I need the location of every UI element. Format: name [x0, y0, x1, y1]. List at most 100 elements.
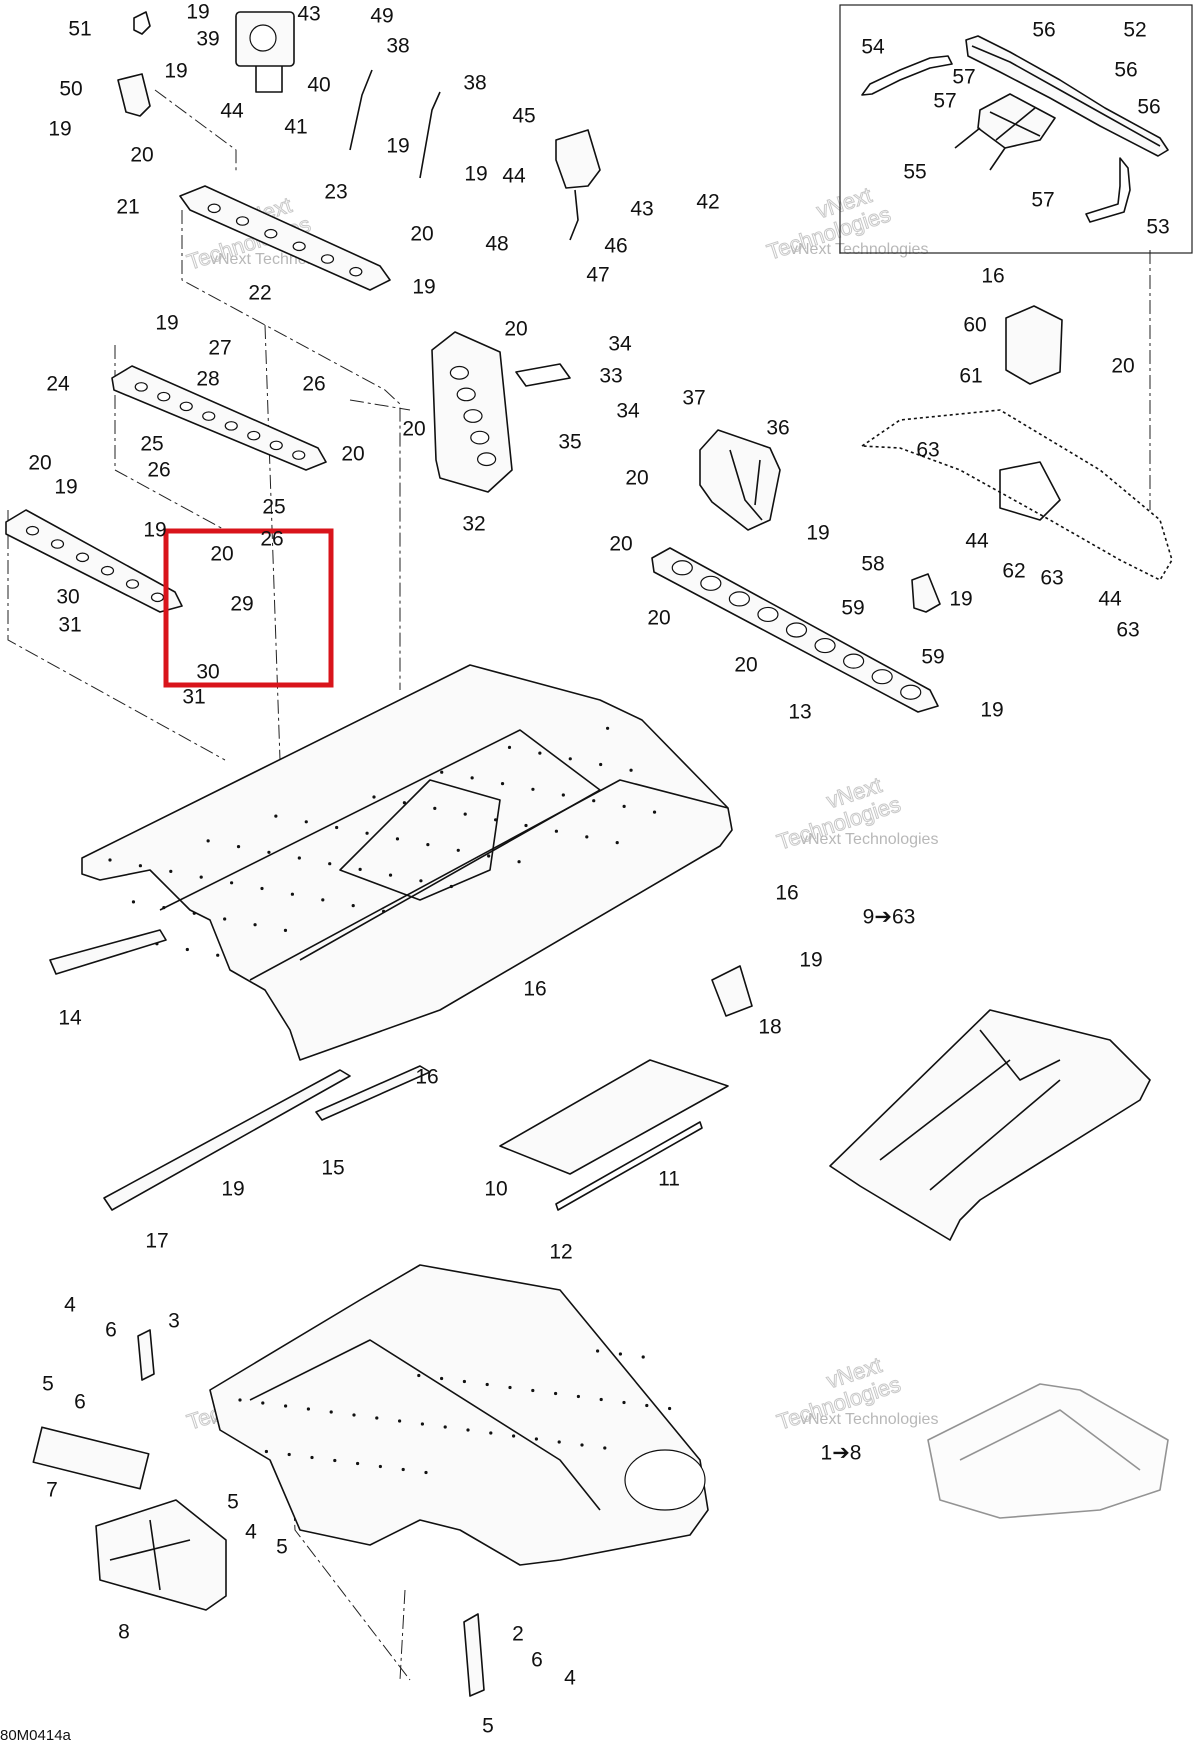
rivet	[622, 804, 626, 809]
rivet	[557, 1440, 561, 1444]
rivet	[192, 911, 196, 915]
rivet	[500, 782, 505, 786]
callout-label: 59	[841, 597, 864, 620]
callout-label: 50	[59, 78, 82, 101]
rivet	[596, 1349, 600, 1353]
callout-label: 44	[220, 100, 244, 123]
callout-label: 22	[248, 282, 271, 305]
hole	[843, 653, 865, 669]
callout-label: 40	[307, 74, 330, 97]
hole	[224, 421, 238, 431]
rivet	[230, 881, 234, 885]
callout-label: 51	[68, 18, 91, 41]
callout-label: 47	[586, 264, 609, 287]
callout-label: 49	[370, 5, 393, 28]
rivet	[351, 904, 355, 908]
callout-label: 44	[1098, 588, 1122, 611]
hole	[671, 560, 693, 576]
hole	[235, 216, 250, 226]
callout-label: 16	[523, 978, 546, 1001]
crossmember-13-holes	[671, 560, 922, 700]
rivet	[395, 837, 400, 841]
rivet	[561, 793, 565, 797]
callout-label: 4	[564, 1667, 576, 1690]
callout-label: 57	[952, 66, 975, 89]
rivet	[398, 1419, 402, 1423]
callout-label: 6	[105, 1319, 117, 1342]
tunnel-chassis	[81, 664, 733, 1061]
callout-label: 10	[484, 1178, 507, 1201]
callout-label: 62	[1002, 560, 1025, 583]
bracket-39-hole	[249, 24, 277, 52]
bracket-60	[1005, 305, 1063, 385]
figure-code: 80M0414a	[0, 1727, 72, 1744]
plate-10	[499, 1059, 729, 1175]
callout-label: 2	[512, 1623, 524, 1646]
callout-label: 57	[1031, 189, 1054, 212]
callout-label: 56	[1032, 19, 1055, 42]
rivet	[287, 1452, 291, 1457]
bracket-8-x	[109, 1519, 191, 1591]
callout-label: 20	[130, 144, 153, 167]
callout-label: 31	[182, 686, 205, 709]
rivet	[538, 751, 542, 755]
rivet	[517, 860, 521, 864]
callout-label: 6	[74, 1391, 86, 1414]
callout-label: 4	[64, 1294, 76, 1317]
hole	[202, 411, 216, 421]
rivet	[306, 1407, 310, 1411]
seal-11	[555, 1121, 703, 1211]
rivet	[290, 892, 294, 896]
bracket-50	[117, 73, 151, 117]
bracket-3	[137, 1329, 155, 1381]
rivet	[420, 1422, 424, 1426]
callout-label: 7	[46, 1479, 58, 1502]
rear-frame	[209, 1264, 709, 1566]
hole	[50, 539, 65, 549]
rivet	[554, 1391, 558, 1396]
rivet	[264, 1449, 268, 1454]
hole	[449, 365, 469, 380]
callout-label: 19	[155, 312, 178, 335]
callout-label: 45	[512, 105, 535, 128]
rivet	[576, 1394, 581, 1399]
hole	[456, 387, 476, 402]
hole	[292, 450, 306, 460]
callout-label: 43	[630, 198, 653, 221]
rivet	[335, 825, 339, 830]
rivet	[531, 1388, 535, 1393]
rivet	[645, 1403, 649, 1408]
callout-label: 33	[599, 365, 622, 388]
rod-46	[569, 189, 579, 241]
callout-label: 1➔8	[821, 1442, 862, 1465]
callout-label: 20	[504, 318, 527, 341]
callout-label: 52	[1123, 19, 1146, 42]
pad-7	[32, 1426, 150, 1490]
bracket-40	[255, 66, 283, 93]
tunnel-centre-frame	[339, 779, 501, 901]
callout-label: 21	[116, 196, 139, 219]
rivet	[108, 858, 112, 862]
callout-label: 30	[196, 661, 219, 684]
rivet	[378, 1464, 382, 1469]
rivet	[440, 1376, 444, 1381]
hole	[349, 266, 363, 277]
bracket-53	[1085, 157, 1131, 223]
rivet	[372, 795, 376, 799]
callout-label: 29	[230, 593, 253, 616]
callout-label: 19	[799, 949, 822, 972]
callout-label: 23	[324, 181, 347, 204]
callout-label: 41	[284, 116, 307, 139]
rivet	[449, 884, 453, 889]
rivet	[531, 787, 535, 791]
callout-label: 20	[341, 443, 364, 466]
rivet	[524, 823, 528, 828]
tunnel-holes	[108, 726, 657, 957]
hole	[814, 637, 836, 654]
callout-label: 20	[210, 543, 233, 566]
callout-label: 19	[164, 60, 187, 83]
bracket-54	[861, 55, 953, 96]
rivet	[463, 812, 467, 816]
crossmember-24-holes	[134, 382, 306, 460]
hole	[320, 254, 335, 264]
